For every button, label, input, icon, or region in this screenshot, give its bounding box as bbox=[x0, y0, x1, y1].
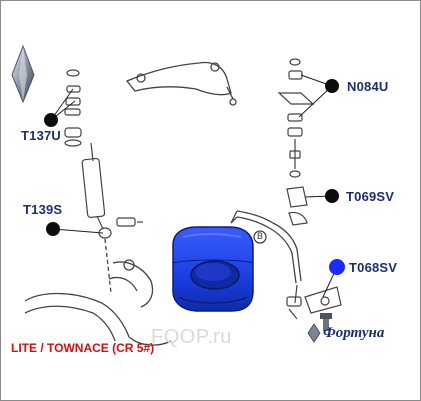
bushing-icon bbox=[172, 226, 254, 312]
part-code-t137u[interactable]: T137U bbox=[21, 128, 62, 143]
part-code-n084u[interactable]: N084U bbox=[347, 79, 389, 94]
lower-control-arm bbox=[24, 238, 172, 346]
lower-link-stack bbox=[286, 284, 342, 320]
part-code-t139s[interactable]: T139S bbox=[23, 202, 63, 217]
circle-label-b: B bbox=[256, 231, 263, 241]
stabilizer-bracket bbox=[286, 186, 308, 226]
stabilizer-bar bbox=[230, 210, 302, 284]
marker-dot-t139s bbox=[46, 222, 60, 236]
marker-dot-n084u bbox=[325, 79, 339, 93]
upper-control-arm bbox=[125, 61, 237, 106]
shock-mount-stack bbox=[64, 69, 82, 147]
marker-dot-t068sv bbox=[329, 259, 345, 275]
stabilizer-link-stack bbox=[277, 58, 315, 178]
shock-absorber bbox=[81, 142, 143, 239]
marker-dot-t069sv bbox=[325, 189, 339, 203]
part-code-t069sv[interactable]: T069SV bbox=[346, 189, 395, 204]
watermark: FQOP.ru bbox=[151, 326, 232, 348]
model-caption: LITE / TOWNACE (CR 5#) bbox=[11, 341, 155, 355]
brand-diamond-icon bbox=[307, 323, 321, 343]
bolt-icon bbox=[320, 313, 332, 331]
diamond-logo-icon bbox=[11, 44, 35, 104]
brand-name: Фортуна bbox=[323, 324, 385, 341]
part-code-t068sv[interactable]: T068SV bbox=[349, 260, 398, 275]
brand-logo: Фортуна bbox=[307, 323, 384, 343]
marker-dot-t137u bbox=[44, 113, 58, 127]
